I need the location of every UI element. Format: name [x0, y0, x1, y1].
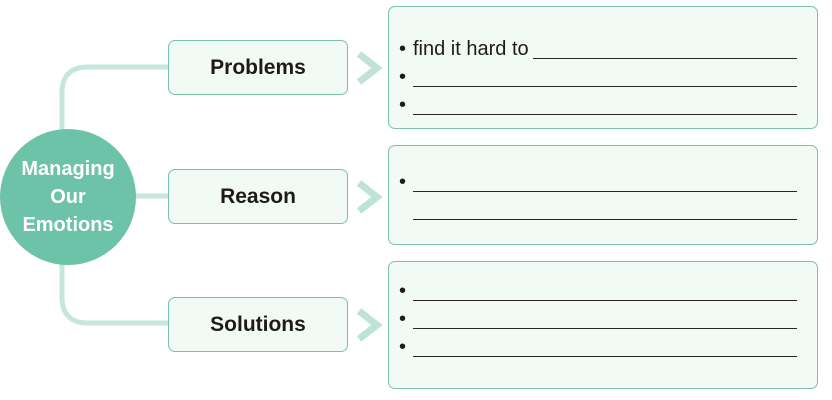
answer-line: • — [399, 91, 797, 115]
answer-blank[interactable] — [413, 334, 797, 357]
hub-label-line: Our — [50, 186, 86, 208]
answer-blank[interactable] — [413, 169, 797, 192]
hub-label: Managing Our Emotions — [21, 155, 114, 239]
category-reason: Reason — [168, 169, 348, 224]
answer-line: • — [399, 305, 797, 329]
bullet: • — [399, 280, 407, 302]
answer-line — [399, 196, 797, 220]
answer-blank[interactable] — [413, 278, 797, 301]
reason-detail-box: • — [388, 145, 818, 245]
bullet: • — [399, 308, 407, 330]
answer-line: • — [399, 168, 797, 192]
category-problems: Problems — [168, 40, 348, 95]
answer-line: • — [399, 63, 797, 87]
chevron-right-icon — [356, 308, 383, 342]
bullet: • — [399, 336, 407, 358]
hub-label-line: Managing — [21, 158, 115, 180]
category-solutions: Solutions — [168, 297, 348, 352]
category-label: Solutions — [210, 312, 306, 336]
answer-blank[interactable] — [413, 306, 797, 329]
connector-problems — [59, 64, 168, 135]
answer-line: • — [399, 333, 797, 357]
problems-detail-box: • find it hard to • • — [388, 6, 818, 129]
answer-blank[interactable] — [413, 197, 797, 220]
hub-managing-our-emotions: Managing Our Emotions — [0, 129, 136, 265]
bullet: • — [399, 38, 407, 60]
hub-label-line: Emotions — [22, 214, 114, 236]
answer-blank[interactable] — [532, 36, 797, 59]
answer-line: • find it hard to — [399, 35, 797, 59]
solutions-detail-box: • • • — [388, 261, 818, 389]
answer-line: • — [399, 277, 797, 301]
category-label: Reason — [220, 184, 296, 208]
chevron-right-icon — [356, 51, 383, 85]
bullet: • — [399, 66, 407, 88]
connector-solutions — [59, 260, 168, 326]
bullet: • — [399, 171, 407, 193]
category-label: Problems — [210, 55, 306, 79]
answer-prompt: find it hard to — [413, 38, 529, 60]
bullet: • — [399, 94, 407, 116]
chevron-right-icon — [356, 180, 383, 214]
answer-blank[interactable] — [413, 64, 797, 87]
answer-blank[interactable] — [413, 92, 797, 115]
